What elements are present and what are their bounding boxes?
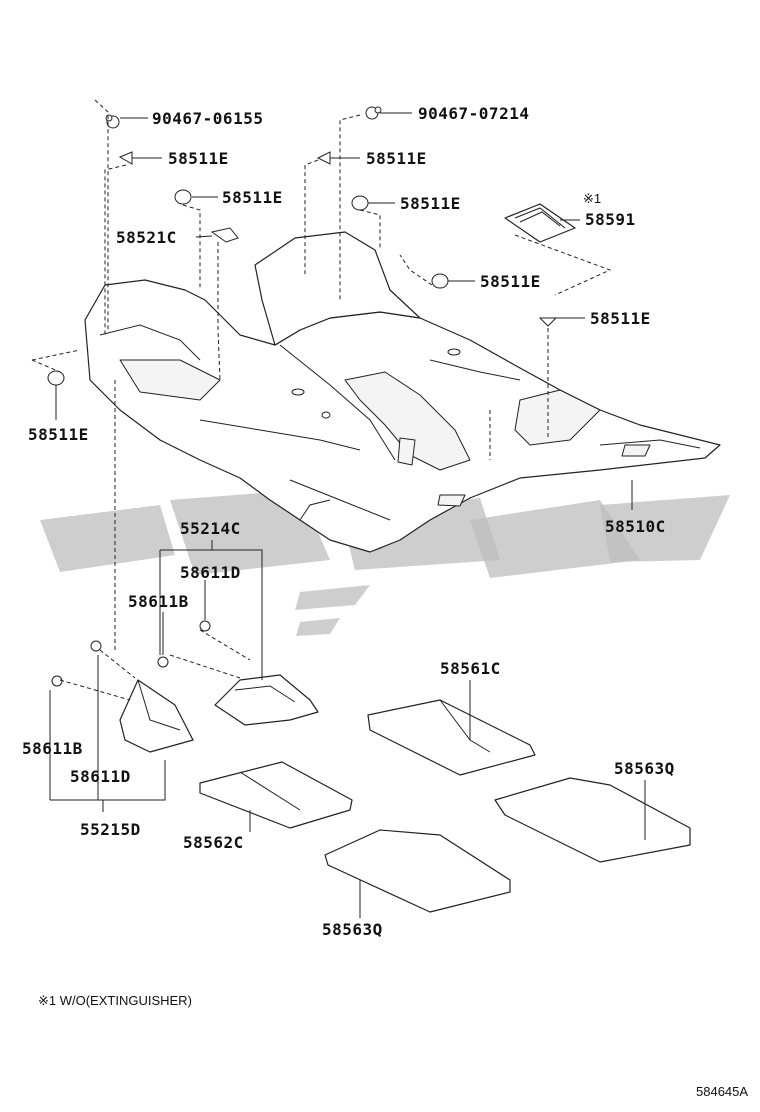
retainer-58511E-5 [431, 273, 449, 289]
label-58591: 58591 [585, 210, 636, 229]
label-58562C: 58562C [183, 833, 244, 852]
retainer-58511E-4 [351, 195, 369, 211]
label-note-mark: ※1 [583, 191, 601, 206]
label-58511E-7: 58511E [28, 425, 89, 444]
label-55215D: 55215D [80, 820, 141, 839]
floor-carpet-58510C [84, 231, 721, 553]
label-58611D-1: 58611D [180, 563, 241, 582]
floor-mat-58563Q-rear [494, 777, 691, 863]
retainer-58511E-6 [538, 317, 558, 327]
label-55214C: 55214C [180, 519, 241, 538]
label-58511E-6: 58511E [590, 309, 651, 328]
retainer-58511E-3 [174, 189, 192, 205]
leader-lines [49, 112, 646, 918]
label-58511E-4: 58511E [400, 194, 461, 213]
label-90467-06155: 90467-06155 [152, 109, 263, 128]
retainer-58511E-1 [118, 151, 133, 165]
footnote: ※1 W/O(EXTINGUISHER) [38, 993, 192, 1008]
floor-mat-58562C [199, 761, 353, 829]
bracket-58521C [210, 227, 239, 243]
footrest-55214C [214, 674, 319, 726]
label-58511E-2: 58511E [366, 149, 427, 168]
floor-mat-58561C [367, 699, 536, 776]
label-58611B-2: 58611B [22, 739, 83, 758]
label-58563Q-1: 58563Q [614, 759, 675, 778]
label-58521C: 58521C [116, 228, 177, 247]
part-labels: 90467-06155 90467-07214 58511E 58511E 58… [22, 104, 675, 939]
footrest-clips [51, 620, 211, 687]
retainer-58511E-7 [47, 370, 65, 386]
label-58611D-2: 58611D [70, 767, 131, 786]
label-plate-58591 [504, 203, 576, 243]
floor-mat-58563Q-front [324, 829, 511, 913]
label-90467-07214: 90467-07214 [418, 104, 529, 123]
label-58561C: 58561C [440, 659, 501, 678]
label-58510C: 58510C [605, 517, 666, 536]
label-58511E-1: 58511E [168, 149, 229, 168]
label-58611B-1: 58611B [128, 592, 189, 611]
label-58511E-3: 58511E [222, 188, 283, 207]
label-58563Q-2: 58563Q [322, 920, 383, 939]
footrest-55215D [119, 679, 194, 753]
retainer-58511E-2 [316, 151, 331, 165]
dashed-guides [31, 99, 612, 701]
clip-90467-07214 [365, 106, 382, 120]
drawing-id: 584645A [696, 1084, 748, 1099]
label-58511E-5: 58511E [480, 272, 541, 291]
